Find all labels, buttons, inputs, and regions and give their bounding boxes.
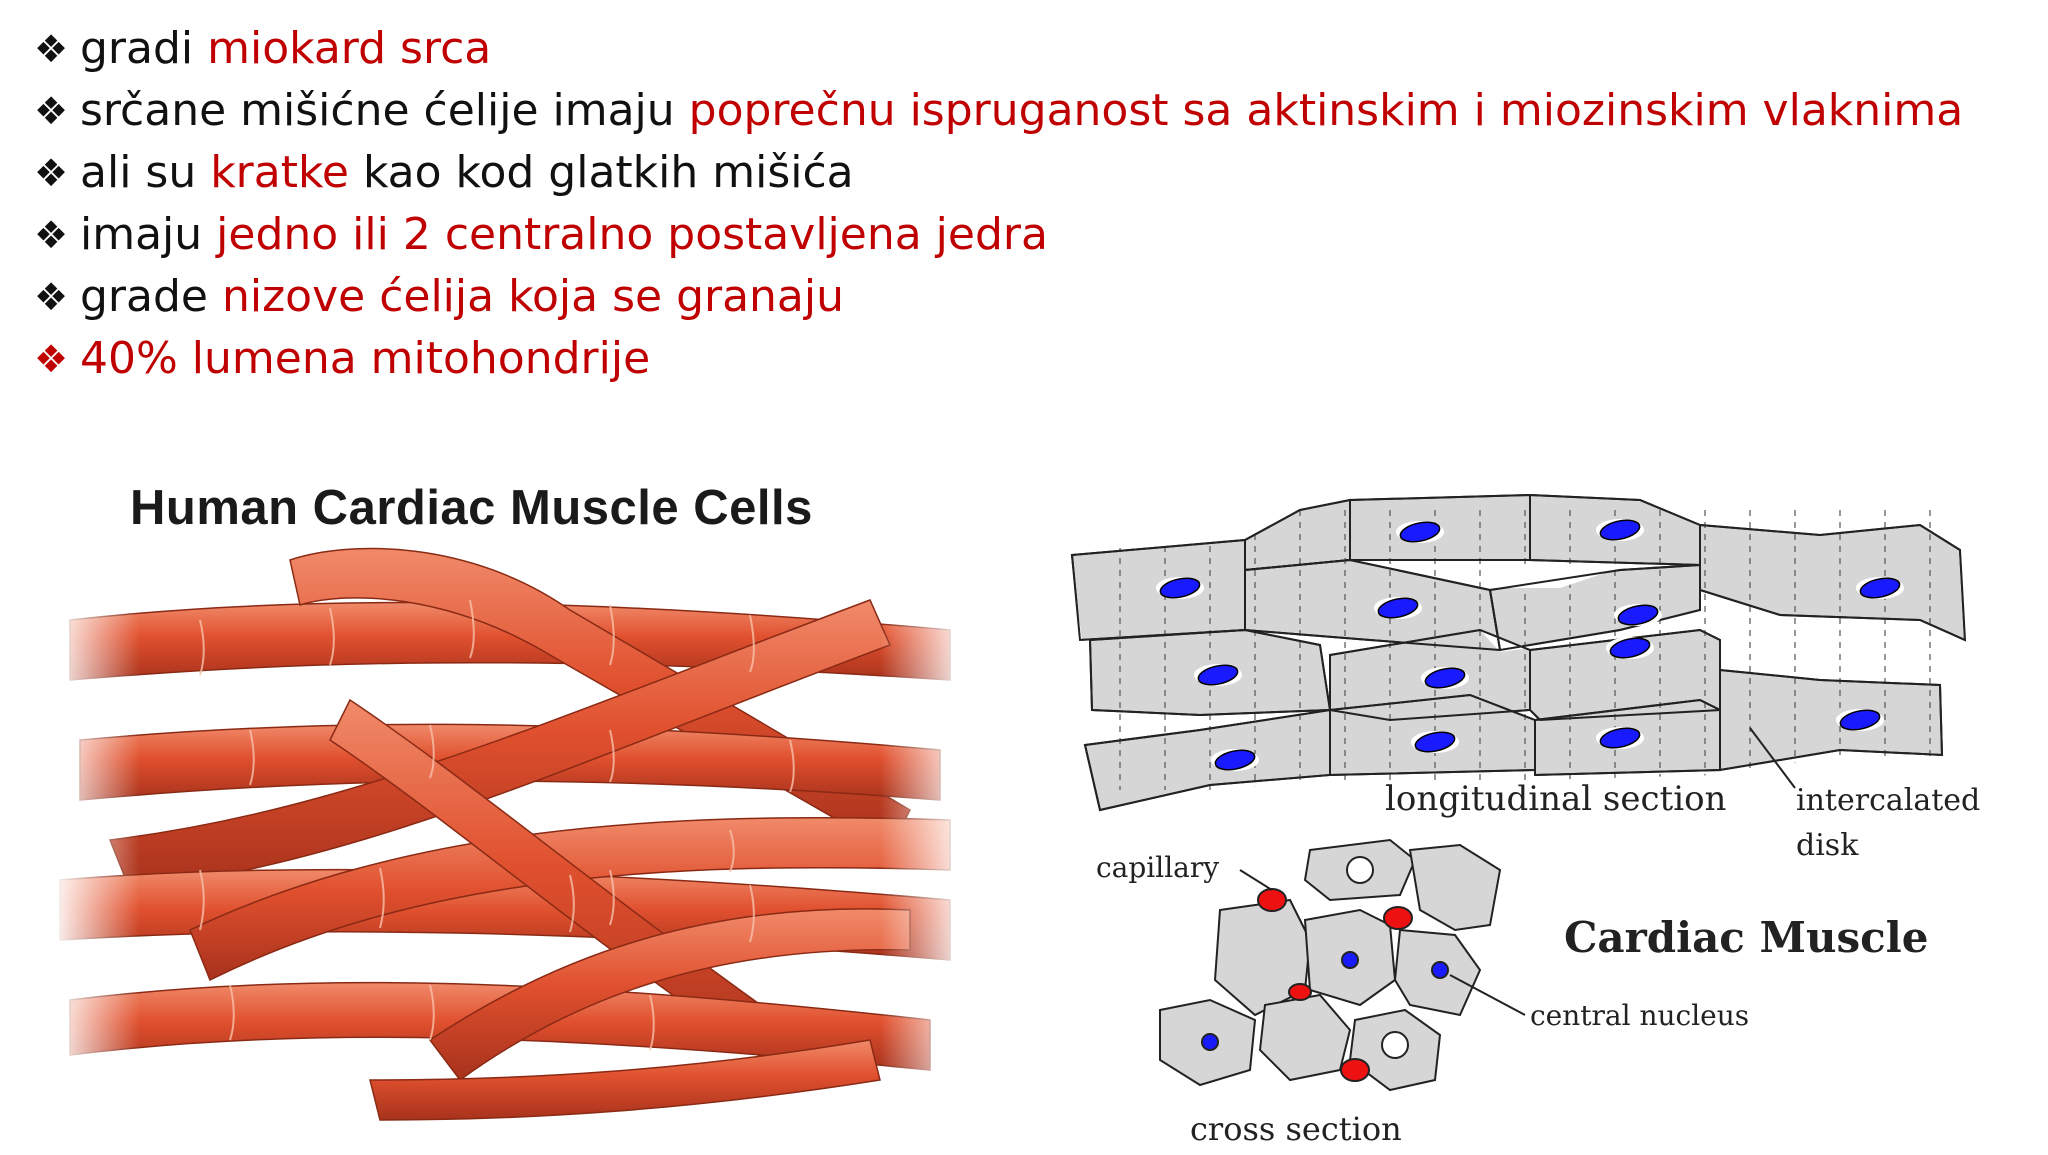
bullet-text: imaju jedno ili 2 centralno postavljena … (80, 204, 1048, 266)
nucleus (1617, 604, 1659, 626)
bullet-diamond-icon: ❖ (34, 151, 69, 195)
bullet-diamond-icon: ❖ (34, 213, 69, 257)
muscle-cell (1719, 668, 1944, 772)
cell-outlines (1070, 493, 1967, 812)
illustration-title: Human Cardiac Muscle Cells (130, 481, 813, 535)
nucleus (1214, 749, 1256, 771)
bullet-text: ali su kratke kao kod glatkih mišića (80, 142, 854, 204)
bullet-diamond-icon: ❖ (34, 27, 69, 71)
empty-nucleus (1381, 1031, 1409, 1059)
highlight-text: miokard srca (207, 23, 492, 74)
central-nucleus (1341, 951, 1359, 969)
bullet-text: grade nizove ćelija koja se granaju (80, 266, 844, 328)
bullet-text: gradi miokard srca (80, 18, 491, 80)
nucleus (1599, 519, 1641, 541)
highlight-text: 40% lumena mitohondrije (80, 333, 651, 384)
capillary (1288, 983, 1312, 1001)
plain-text: gradi (80, 23, 208, 74)
central-nucleus (1431, 961, 1449, 979)
nucleus (1159, 577, 1201, 599)
cardiac-muscle-diagram: longitudinal section intercalated disk c… (1060, 470, 2020, 1150)
cross-section-cells (1159, 838, 1502, 1092)
longitudinal-section-label: longitudinal section (1385, 779, 1726, 819)
cross-section-label: cross section (1190, 1110, 1402, 1148)
nucleus (1399, 521, 1441, 543)
bullet-diamond-icon: ❖ (34, 337, 69, 381)
bullet-item: ❖ali su kratke kao kod glatkih mišića (34, 142, 2014, 204)
nucleus (1377, 597, 1419, 619)
highlight-text: nizove ćelija koja se granaju (221, 271, 845, 322)
cardiac-muscle-title: Cardiac Muscle (1564, 913, 1928, 962)
highlight-text: poprečnu ispruganost sa aktinskim i mioz… (688, 85, 1964, 136)
central-nucleus-label: central nucleus (1530, 999, 1749, 1032)
bullet-diamond-icon: ❖ (34, 275, 69, 319)
cross-cell (1408, 843, 1502, 932)
bullet-diamond-icon: ❖ (34, 89, 69, 133)
capillary (1383, 906, 1413, 930)
bullet-item: ❖imaju jedno ili 2 centralno postavljena… (34, 204, 2014, 266)
capillary-label: capillary (1096, 851, 1219, 884)
cardiac-muscle-illustration: Human Cardiac Muscle Cells (50, 480, 970, 1140)
plain-text: imaju (80, 209, 217, 260)
capillary (1340, 1058, 1370, 1082)
empty-nucleus (1346, 856, 1374, 884)
bullet-item: ❖srčane mišićne ćelije imaju poprečnu is… (34, 80, 2014, 142)
bullet-list: ❖gradi miokard srca❖srčane mišićne ćelij… (34, 18, 2014, 390)
bullet-item: ❖gradi miokard srca (34, 18, 2014, 80)
bullet-item: ❖40% lumena mitohondrije (34, 328, 2014, 390)
bullet-item: ❖grade nizove ćelija koja se granaju (34, 266, 2014, 328)
highlight-text: jedno ili 2 centralno postavljena jedra (216, 209, 1048, 260)
histology-diagram: longitudinal section intercalated disk c… (1060, 470, 2020, 1150)
muscle-fibers-graphic (50, 547, 970, 1140)
plain-text: ali su (80, 147, 211, 198)
nucleus (1839, 709, 1881, 731)
central-nucleus (1201, 1033, 1219, 1051)
capillary (1257, 888, 1287, 912)
plain-text: grade (80, 271, 222, 322)
nucleus (1424, 667, 1466, 689)
disk-label: disk (1796, 828, 1859, 863)
plain-text: srčane mišićne ćelije imaju (80, 85, 689, 136)
bullet-text: 40% lumena mitohondrije (80, 328, 650, 390)
nucleus (1609, 637, 1651, 659)
nucleus (1414, 731, 1456, 753)
nucleus (1859, 577, 1901, 599)
bullet-text: srčane mišićne ćelije imaju poprečnu isp… (80, 80, 1963, 142)
highlight-text: kratke (210, 147, 349, 198)
nucleus (1197, 664, 1239, 686)
nucleus (1599, 727, 1641, 749)
intercalated-label: intercalated (1796, 783, 1980, 818)
plain-text: kao kod glatkih mišića (348, 147, 854, 198)
